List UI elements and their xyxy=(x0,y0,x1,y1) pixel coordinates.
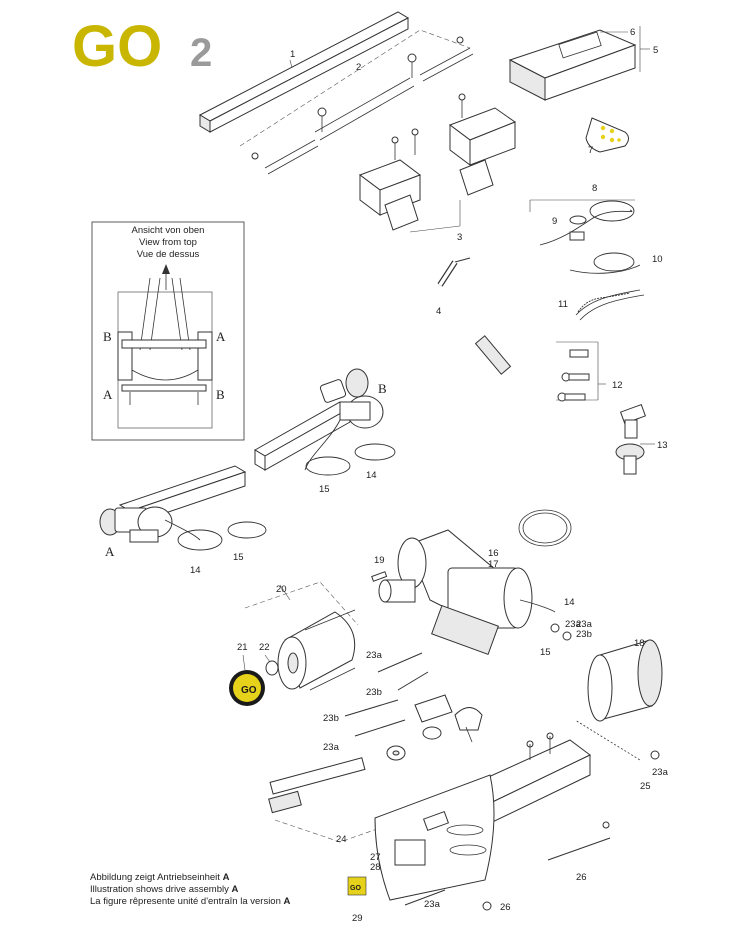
part-7-remote-control xyxy=(585,117,629,153)
svg-text:GO: GO xyxy=(241,685,257,696)
part-4-crank-handle xyxy=(437,257,512,375)
part-3-mounting-brackets xyxy=(358,93,517,233)
callout-23a-3: 23a xyxy=(323,742,340,753)
part-19-key xyxy=(371,571,388,582)
callout-23b-3: 23b xyxy=(576,629,592,640)
linkage-plates xyxy=(386,694,483,761)
view-side-label-a-left: A xyxy=(103,387,113,402)
callout-14-b: 14 xyxy=(366,470,377,481)
drive-assembly-a xyxy=(99,465,267,551)
callout-23a-2: 23a xyxy=(565,619,582,630)
part-1-square-rail xyxy=(198,11,410,133)
callout-19: 19 xyxy=(374,555,385,566)
part-16-17-motor-gearbox xyxy=(378,529,572,655)
view-side-label-a-right: A xyxy=(216,329,226,344)
callout-14-a: 14 xyxy=(190,565,201,576)
callout-18: 18 xyxy=(634,638,645,649)
part-22-ring xyxy=(265,660,279,676)
part-26-pin xyxy=(547,821,611,861)
callout-26-2: 26 xyxy=(500,902,511,913)
callout-9: 9 xyxy=(552,216,557,227)
callout-28: 28 xyxy=(370,862,381,873)
figure-caption: Abbildung zeigt Antriebseinheit A Illust… xyxy=(90,872,290,908)
callout-13: 13 xyxy=(657,440,668,451)
part-25-spring xyxy=(574,718,660,762)
part-29-sticker: GO xyxy=(347,876,367,896)
callout-14-c: 14 xyxy=(564,597,575,608)
callout-25: 25 xyxy=(640,781,651,792)
logo-main-text: GO xyxy=(72,14,162,79)
svg-text:GO: GO xyxy=(350,885,361,892)
view-side-label-b-right: B xyxy=(216,387,225,402)
callout-2: 2 xyxy=(356,62,361,73)
view-line-fr: Vue de dessus xyxy=(136,249,200,260)
caption-en: Illustration shows drive assembly A xyxy=(90,884,239,895)
part-18-motor-cover xyxy=(587,639,663,722)
callout-10: 10 xyxy=(652,254,663,265)
logo-sub-text: 2 xyxy=(190,31,212,75)
assembly-label-b: B xyxy=(378,381,387,396)
leader-lines xyxy=(242,584,291,671)
callout-12: 12 xyxy=(612,380,623,391)
view-side-label-b-left: B xyxy=(103,329,112,344)
callout-23a-1: 23a xyxy=(366,650,383,661)
callout-23b-2: 23b xyxy=(323,713,339,724)
callout-11: 11 xyxy=(558,299,568,310)
hose-clamp xyxy=(518,509,572,547)
view-from-top-caption: Ansicht von oben View from top Vue de de… xyxy=(98,225,238,261)
callout-23a-6: 23a xyxy=(576,619,593,630)
assembly-label-a: A xyxy=(105,544,115,559)
callout-7: 7 xyxy=(588,145,593,156)
callout-15-c: 15 xyxy=(540,647,551,658)
part-20-drive-roller xyxy=(244,581,359,691)
callout-6: 6 xyxy=(630,27,635,38)
callout-23b-1: 23b xyxy=(366,687,382,698)
callout-21: 21 xyxy=(237,642,248,653)
caption-fr: La figure rêpresente unité d'entraîn la … xyxy=(90,896,291,907)
callout-24: 24 xyxy=(336,834,347,845)
view-from-top-box xyxy=(91,221,245,441)
callout-20: 20 xyxy=(276,584,287,595)
part-12-cable-lugs xyxy=(556,341,606,402)
callout-22: 22 xyxy=(259,642,270,653)
callout-1: 1 xyxy=(290,49,295,60)
go2-logo: GO 2 xyxy=(72,14,212,79)
callout-4: 4 xyxy=(436,306,441,317)
callout-5: 5 xyxy=(653,45,658,56)
drive-assembly-b xyxy=(254,368,396,476)
callout-labels: 1 2 3 4 5 6 7 8 9 10 11 12 13 14 15 14 1… xyxy=(190,27,669,924)
part-13-key-switch xyxy=(615,403,655,475)
part-8-cable-set xyxy=(529,199,645,321)
callout-29: 29 xyxy=(352,913,363,924)
callout-3: 3 xyxy=(457,232,462,243)
part-27-28-mounting-plate xyxy=(374,774,495,911)
callout-8: 8 xyxy=(592,183,597,194)
callout-15-b: 15 xyxy=(319,484,330,495)
bolts-23 xyxy=(344,652,429,737)
callout-16: 16 xyxy=(488,548,499,559)
part-5-control-box xyxy=(508,26,650,101)
callout-23a-4: 23a xyxy=(652,767,669,778)
callout-23a-5: 23a xyxy=(424,899,441,910)
view-line-en: View from top xyxy=(139,237,197,248)
part-2-rod-set xyxy=(239,29,474,175)
view-line-de: Ansicht von oben xyxy=(131,225,205,236)
callout-15-a: 15 xyxy=(233,552,244,563)
callout-17: 17 xyxy=(488,559,499,570)
callout-27: 27 xyxy=(370,852,381,863)
part-21-end-cap: GO xyxy=(229,670,265,706)
callout-26-1: 26 xyxy=(576,872,587,883)
caption-de: Abbildung zeigt Antriebseinheit A xyxy=(90,872,230,883)
